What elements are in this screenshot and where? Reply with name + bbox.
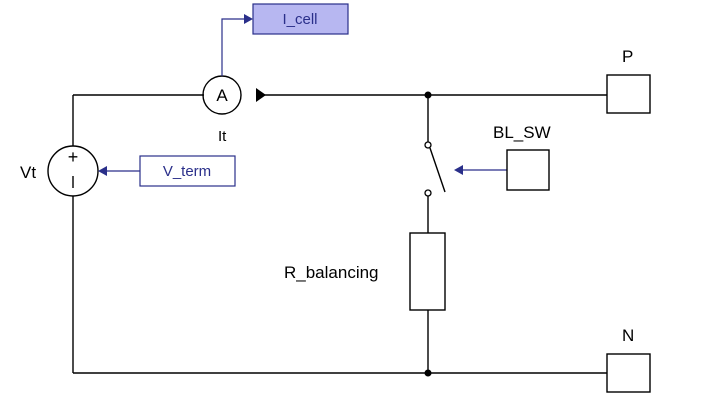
- balancing-switch[interactable]: [424, 141, 446, 197]
- port-switch-control-label: BL_SW: [493, 123, 551, 142]
- port-positive[interactable]: [606, 74, 651, 114]
- voltage-source-label: Vt: [20, 163, 36, 182]
- current-signal-arrow: [244, 14, 253, 24]
- current-label: It: [218, 128, 227, 145]
- v-term-tag-box: [139, 155, 236, 187]
- voltage-source-plus-sign: +: [68, 147, 79, 167]
- switch-control-arrow: [454, 165, 463, 175]
- switch-bottom-contact: [424, 189, 432, 197]
- ammeter-direction-arrow: [256, 88, 266, 102]
- voltage-signal-arrow: [98, 166, 107, 176]
- top-junction-dot: [424, 91, 432, 99]
- bottom-junction-dot: [424, 369, 432, 377]
- i-cell-tag[interactable]: I_cell: [252, 3, 349, 35]
- v-term-tag[interactable]: V_term: [139, 155, 236, 187]
- switch-blade: [429, 147, 446, 193]
- port-negative-label: N: [622, 326, 634, 345]
- port-negative[interactable]: [606, 353, 651, 393]
- voltage-source[interactable]: +: [47, 145, 99, 197]
- current-signal-wire: [221, 18, 246, 76]
- port-switch-control[interactable]: [506, 149, 550, 191]
- balancing-resistor[interactable]: [409, 232, 446, 311]
- port-negative-box: [606, 353, 651, 393]
- port-positive-label: P: [622, 47, 633, 66]
- ammeter[interactable]: A: [202, 75, 266, 115]
- i-cell-tag-box: [252, 3, 349, 35]
- port-positive-box: [606, 74, 651, 114]
- v-term-tag-text: V_term: [163, 163, 211, 180]
- port-switch-control-box: [506, 149, 550, 191]
- i-cell-tag-text: I_cell: [282, 11, 317, 28]
- power-wires: [72, 91, 607, 377]
- resistor-label: R_balancing: [284, 263, 379, 282]
- switch-top-contact: [424, 141, 432, 149]
- ammeter-symbol: A: [216, 86, 228, 105]
